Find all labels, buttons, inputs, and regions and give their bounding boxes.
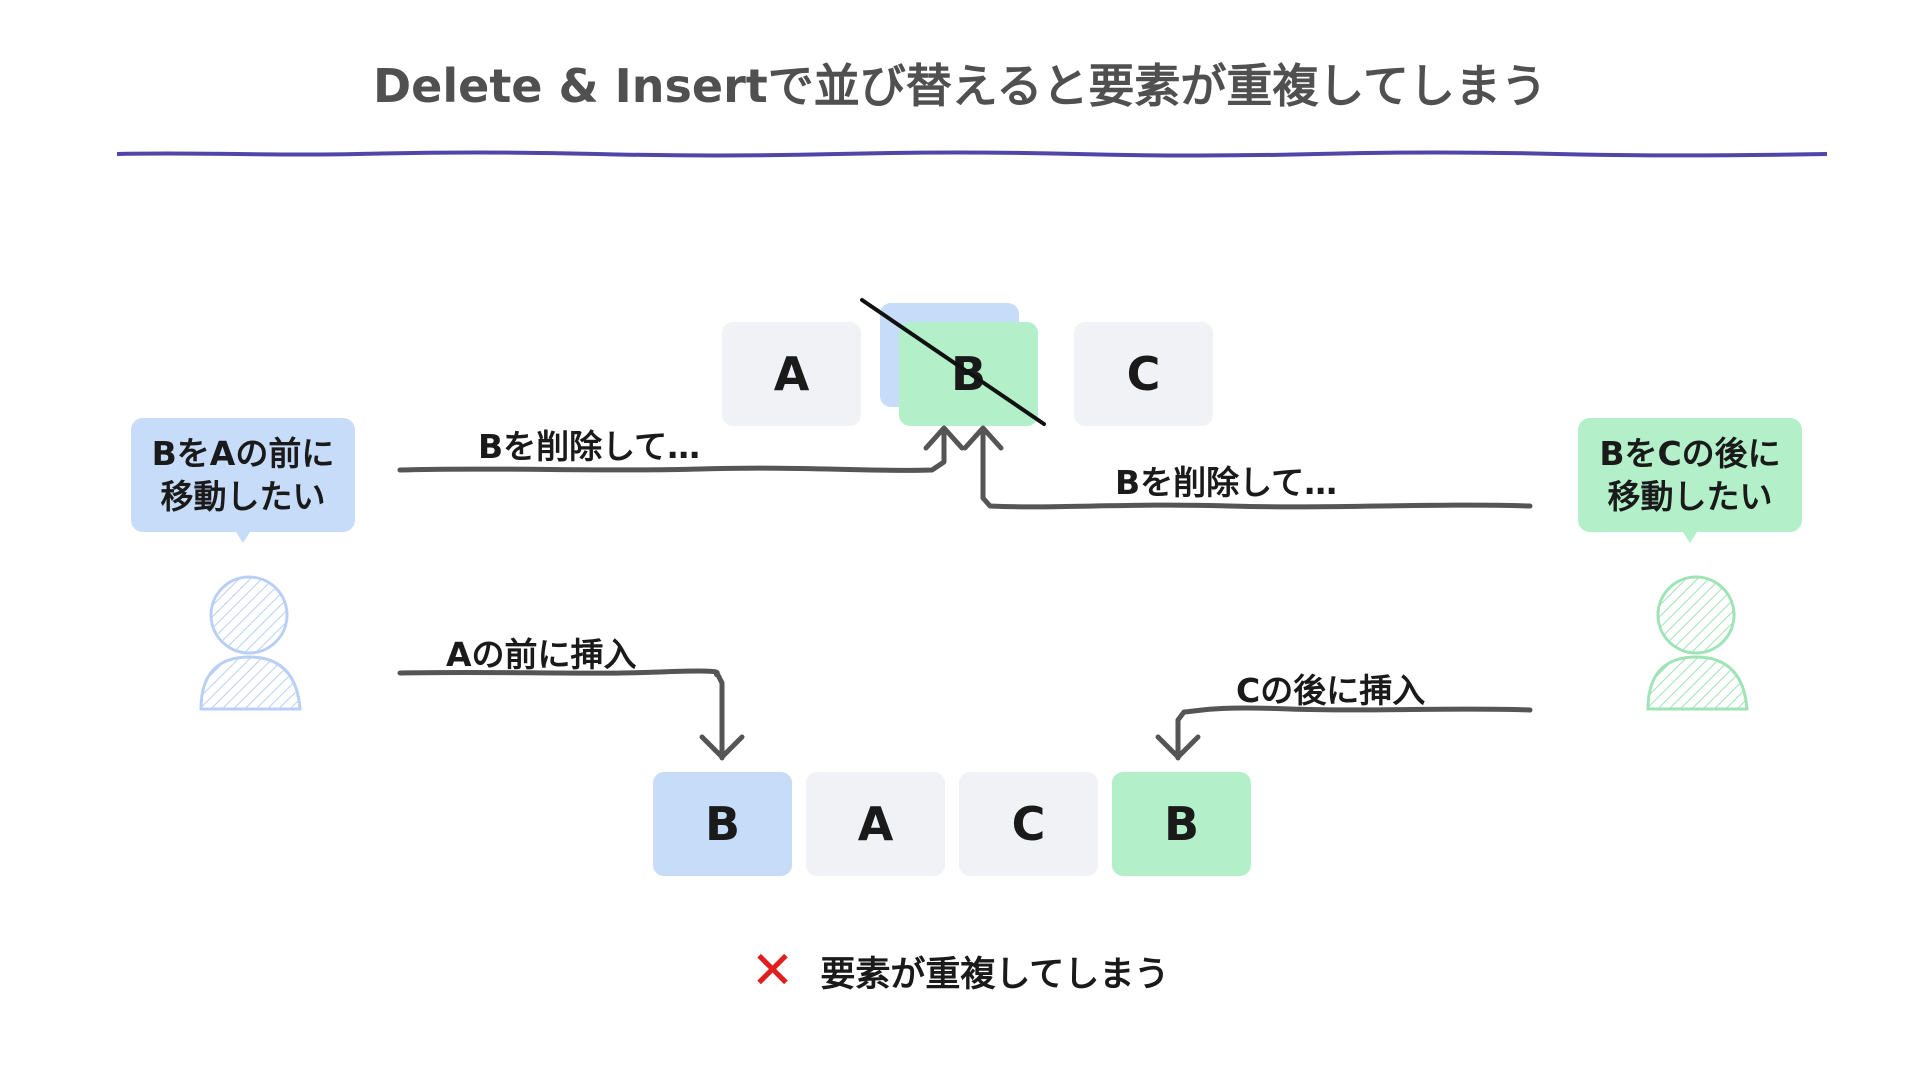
right-insert-arrow bbox=[1175, 705, 1533, 761]
bottom-box-b-blue: B bbox=[653, 772, 792, 876]
right-delete-label: Bを削除して… bbox=[1115, 463, 1338, 502]
left-bubble-line2: 移動したい bbox=[160, 477, 326, 516]
left-insert-arrowhead bbox=[699, 734, 745, 760]
left-user-avatar-icon bbox=[199, 575, 302, 711]
right-user-avatar-icon bbox=[1646, 575, 1749, 711]
left-insert-label: Aの前に挿入 bbox=[446, 635, 637, 674]
bottom-box-a: A bbox=[806, 772, 945, 876]
title-underline bbox=[117, 150, 1827, 158]
right-insert-label: Cの後に挿入 bbox=[1236, 671, 1426, 710]
bottom-box-b-green: B bbox=[1112, 772, 1251, 876]
bottom-box-c: C bbox=[959, 772, 1098, 876]
left-bubble-line1: BをAの前に bbox=[151, 434, 335, 473]
bottom-box-a-label: A bbox=[857, 797, 894, 851]
top-box-c: C bbox=[1074, 322, 1213, 426]
left-delete-arrow bbox=[397, 427, 947, 473]
right-delete-arrow bbox=[980, 427, 1533, 510]
top-box-a-label: A bbox=[773, 347, 810, 401]
bottom-box-b-blue-label: B bbox=[704, 797, 741, 851]
right-bubble-line2: 移動したい bbox=[1607, 477, 1773, 516]
top-box-c-label: C bbox=[1126, 347, 1161, 401]
left-delete-label: Bを削除して… bbox=[478, 427, 701, 466]
left-delete-arrowhead bbox=[923, 425, 965, 451]
left-user-speech-bubble: BをAの前に 移動したい bbox=[131, 418, 355, 543]
right-user-speech-bubble: BをCの後に 移動したい bbox=[1578, 418, 1802, 543]
right-delete-arrowhead bbox=[962, 425, 1004, 451]
bottom-box-b-green-label: B bbox=[1163, 797, 1200, 851]
bottom-box-c-label: C bbox=[1011, 797, 1046, 851]
strike-through-line bbox=[860, 298, 1046, 426]
cross-icon: ✕ bbox=[750, 941, 795, 1001]
result-text: 要素が重複してしまう bbox=[820, 954, 1170, 995]
diagram-title: Delete & Insertで並び替えると要素が重複してしまう bbox=[372, 59, 1548, 113]
result-note: ✕ 要素が重複してしまう bbox=[0, 945, 1920, 997]
right-insert-arrowhead bbox=[1155, 734, 1201, 760]
top-box-a: A bbox=[722, 322, 861, 426]
left-insert-arrow bbox=[397, 668, 725, 761]
right-bubble-line1: BをCの後に bbox=[1599, 434, 1781, 473]
